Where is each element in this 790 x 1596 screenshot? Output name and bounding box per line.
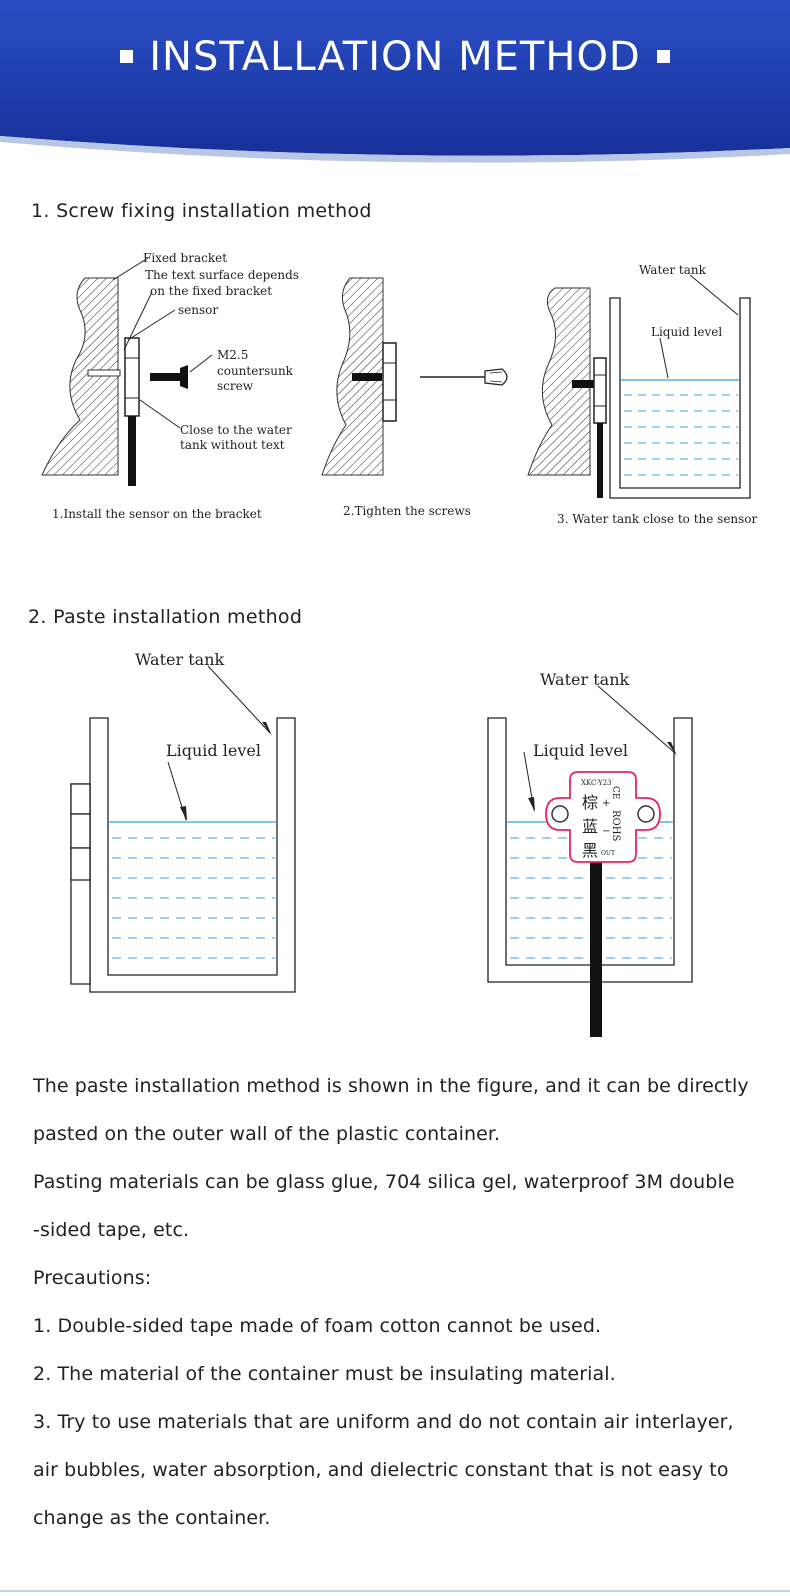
sensor-ce-mark: CE <box>610 786 620 799</box>
figure-tighten-screws: 2.Tighten the screws <box>321 277 508 518</box>
sensor-wire-black: 黑 <box>582 841 598 860</box>
body-text: The paste installation method is shown i… <box>33 1062 783 1542</box>
label-liquid-level-left: Liquid level <box>166 741 261 760</box>
banner: INSTALLATION METHOD <box>0 0 790 170</box>
label-sensor: sensor <box>178 303 218 317</box>
bottom-divider <box>0 1590 790 1592</box>
figure-water-tank-close: Water tank Liquid level 3. Water tank cl… <box>527 263 758 526</box>
sensor-module: XKC-Y23 棕 蓝 黑 + − OUT ROHS CE <box>545 771 661 863</box>
paragraph-2-line-1: Pasting materials can be glass glue, 704… <box>33 1171 735 1193</box>
square-bullet-icon <box>120 49 134 63</box>
sensor-wire-brown: 棕 <box>582 793 598 812</box>
label-water-tank-right: Water tank <box>540 670 630 689</box>
square-bullet-icon <box>656 49 670 63</box>
sensor-model-label: XKC-Y23 <box>581 779 612 787</box>
label-close-2: tank without text <box>180 438 285 452</box>
precaution-item-1: 1. Double-sided tape made of foam cotton… <box>33 1315 602 1337</box>
paragraph-2-line-2: -sided tape, etc. <box>33 1219 190 1241</box>
label-water-tank: Water tank <box>639 263 707 277</box>
label-close-1: Close to the water <box>180 423 292 437</box>
caption-fig-2: 2.Tighten the screws <box>343 504 471 518</box>
label-liquid-level-right: Liquid level <box>533 741 628 760</box>
figure-paste-side: Water tank Liquid level <box>70 650 296 993</box>
banner-title: INSTALLATION METHOD <box>0 34 790 80</box>
precaution-item-3-line-2: air bubbles, water absorption, and diele… <box>33 1459 729 1481</box>
label-screw-2: countersunk <box>217 364 294 378</box>
label-text-surface-2: on the fixed bracket <box>150 284 272 298</box>
section-1-heading: 1. Screw fixing installation method <box>31 200 372 222</box>
paragraph-1-line-2: pasted on the outer wall of the plastic … <box>33 1123 501 1145</box>
caption-fig-1: 1.Install the sensor on the bracket <box>52 507 262 521</box>
label-text-surface-1: The text surface depends <box>145 268 299 282</box>
sensor-minus: − <box>602 826 610 837</box>
sensor-plus: + <box>602 798 610 809</box>
label-water-tank-left: Water tank <box>135 650 225 669</box>
label-fixed-bracket: Fixed bracket <box>143 251 227 265</box>
label-screw-1: M2.5 <box>217 348 248 362</box>
page-title: INSTALLATION METHOD <box>149 34 641 80</box>
precautions-heading: Precautions: <box>33 1267 152 1289</box>
screw-fixing-diagram: Fixed bracket The text surface depends o… <box>0 240 790 550</box>
figure-paste-front: Water tank Liquid level XKC-Y23 棕 蓝 黑 + … <box>487 670 693 1037</box>
sensor-wire-blue: 蓝 <box>582 817 598 836</box>
figure-install-on-bracket: Fixed bracket The text surface depends o… <box>41 251 299 521</box>
caption-fig-3: 3. Water tank close to the sensor <box>557 512 758 526</box>
paragraph-1-line-1: The paste installation method is shown i… <box>33 1075 749 1097</box>
label-screw-3: screw <box>217 379 254 393</box>
section-2-heading: 2. Paste installation method <box>28 606 303 628</box>
precaution-item-2: 2. The material of the container must be… <box>33 1363 616 1385</box>
precaution-item-3-line-3: change as the container. <box>33 1507 271 1529</box>
banner-background <box>0 0 790 163</box>
sensor-rohs-mark: ROHS <box>610 810 621 841</box>
precaution-item-3-line-1: 3. Try to use materials that are uniform… <box>33 1411 734 1433</box>
sensor-out: OUT <box>601 850 615 857</box>
paste-installation-diagram: Water tank Liquid level Water tank Liqui… <box>0 640 790 1060</box>
label-liquid-level: Liquid level <box>651 325 722 339</box>
